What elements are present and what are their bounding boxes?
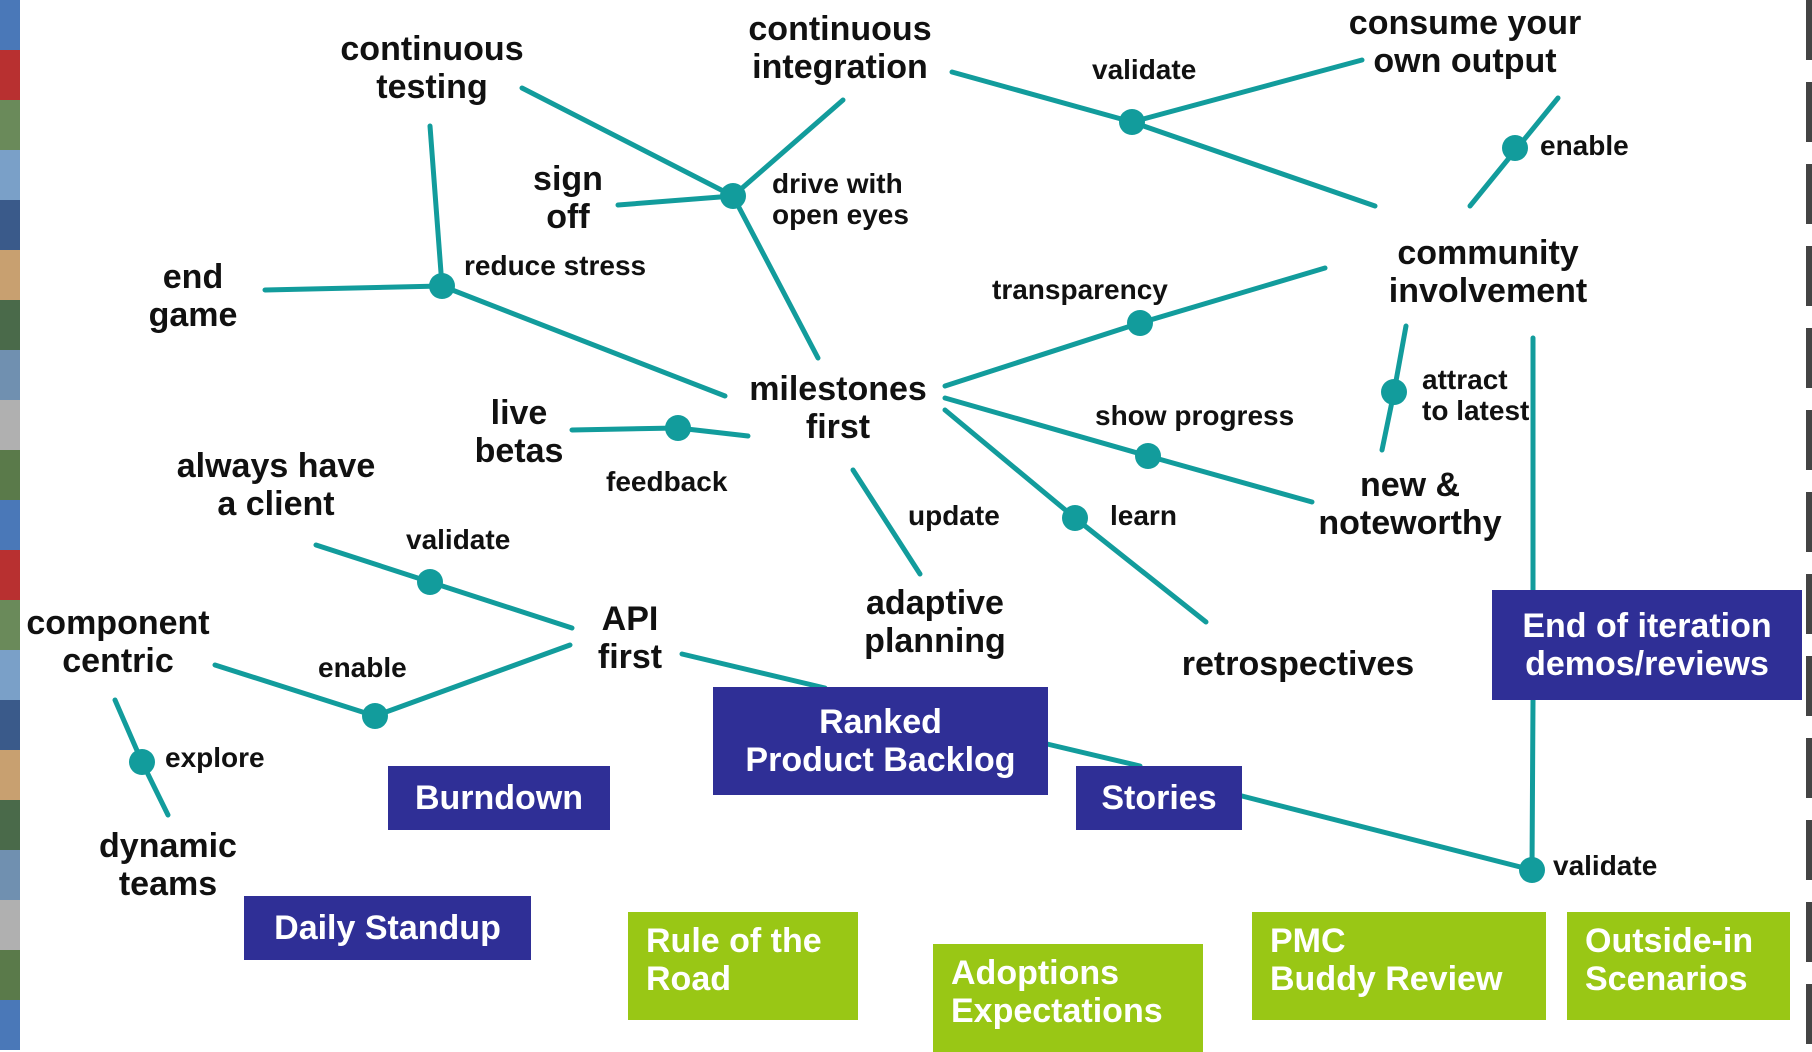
edge-milestones-progress [942, 395, 1151, 459]
node-live-betas: live betas [474, 393, 564, 470]
junction-dot [129, 749, 155, 775]
junction-dot [1127, 310, 1153, 336]
edge-label-learn: learn [1110, 500, 1177, 531]
practice-rule-of-the-road: Rule of the Road [628, 912, 858, 1020]
edge-testing-drive [519, 85, 736, 199]
edge-enditer-validate [1529, 697, 1536, 873]
edge-label-enable-api: enable [318, 652, 407, 683]
node-sign-off: sign off [533, 159, 603, 236]
edge-label-enable-top: enable [1540, 130, 1629, 161]
practice-stories: Stories [1076, 766, 1242, 830]
edge-transparency-community [1137, 265, 1328, 326]
edge-progress-new [1145, 453, 1315, 505]
practice-ranked-product-backlog: Ranked Product Backlog [713, 687, 1048, 795]
left-thumbnail-strip [0, 0, 20, 1052]
node-community-involvement: community involvement [1388, 233, 1588, 310]
edge-label-drive-with-open-eyes: drive with open eyes [772, 168, 909, 231]
edge-stories-validate [1239, 793, 1535, 873]
edge-drive-milestones [730, 193, 821, 361]
junction-dot [1135, 443, 1161, 469]
edge-label-attract-to-latest: attract to latest [1422, 364, 1530, 427]
node-milestones-first: milestones first [749, 369, 927, 446]
node-continuous-testing: continuous testing [340, 29, 524, 106]
practice-adoptions-expectations: Adoptions Expectations [933, 944, 1203, 1052]
node-always-have-a-client: always have a client [176, 446, 376, 523]
edge-api-backlog [679, 651, 828, 691]
edge-backlog-stories [1044, 741, 1143, 769]
edge-ci-drive [730, 97, 846, 199]
node-retrospectives: retrospectives [1181, 644, 1415, 683]
practice-burndown: Burndown [388, 766, 610, 830]
node-adaptive-planning: adaptive planning [864, 583, 1006, 660]
junction-dot [1381, 379, 1407, 405]
edge-milestones-transparency [942, 320, 1143, 389]
junction-dot [417, 569, 443, 595]
edge-enable-api [372, 642, 573, 719]
edge-milestones-learn [942, 407, 1078, 521]
node-end-game: end game [148, 257, 238, 334]
edge-endgame-reduce [262, 283, 445, 293]
node-api-first: API first [597, 599, 663, 676]
junction-dot [720, 183, 746, 209]
edge-label-feedback: feedback [606, 466, 728, 497]
edge-label-update: update [908, 500, 1000, 531]
edge-validate-api [427, 579, 575, 631]
edge-signoff-drive [615, 193, 736, 208]
edge-component-enable [212, 662, 378, 719]
edge-reduce-milestones [439, 283, 728, 399]
practice-end-of-iteration: End of iteration demos/reviews [1492, 590, 1802, 700]
junction-dot [1519, 857, 1545, 883]
junction-dot [362, 703, 388, 729]
edge-client-validate [313, 542, 433, 585]
edge-betas-feedback [569, 425, 681, 433]
edge-validate-consume [1129, 57, 1365, 125]
edge-ci-validate [949, 69, 1135, 125]
right-edge-strip [1806, 0, 1812, 1052]
junction-dot [665, 415, 691, 441]
practice-outside-in-scenarios: Outside-in Scenarios [1567, 912, 1790, 1020]
edge-testing-reduce [427, 123, 445, 289]
edge-label-validate-bottom: validate [1553, 850, 1658, 881]
practice-daily-standup: Daily Standup [244, 896, 531, 960]
edge-validate-community [1129, 119, 1378, 209]
node-consume-your-own-output: consume your own output [1348, 3, 1582, 80]
junction-dot [429, 273, 455, 299]
edge-label-explore: explore [165, 742, 265, 773]
practice-pmc-buddy-review: PMC Buddy Review [1252, 912, 1546, 1020]
edge-label-validate-api: validate [406, 524, 511, 555]
node-component-centric: component centric [26, 603, 210, 680]
junction-dot [1502, 135, 1528, 161]
node-dynamic-teams: dynamic teams [99, 826, 237, 903]
node-continuous-integration: continuous integration [748, 9, 932, 86]
junction-dot [1119, 109, 1145, 135]
edge-milestones-adaptive [850, 467, 923, 577]
node-new-noteworthy: new & noteworthy [1318, 465, 1502, 542]
edge-learn-retro [1072, 515, 1209, 625]
edge-label-validate-top: validate [1092, 54, 1197, 85]
junction-dot [1062, 505, 1088, 531]
edge-label-show-progress: show progress [1095, 400, 1295, 431]
edge-label-reduce-stress: reduce stress [464, 250, 647, 281]
edge-label-transparency: transparency [992, 274, 1168, 305]
